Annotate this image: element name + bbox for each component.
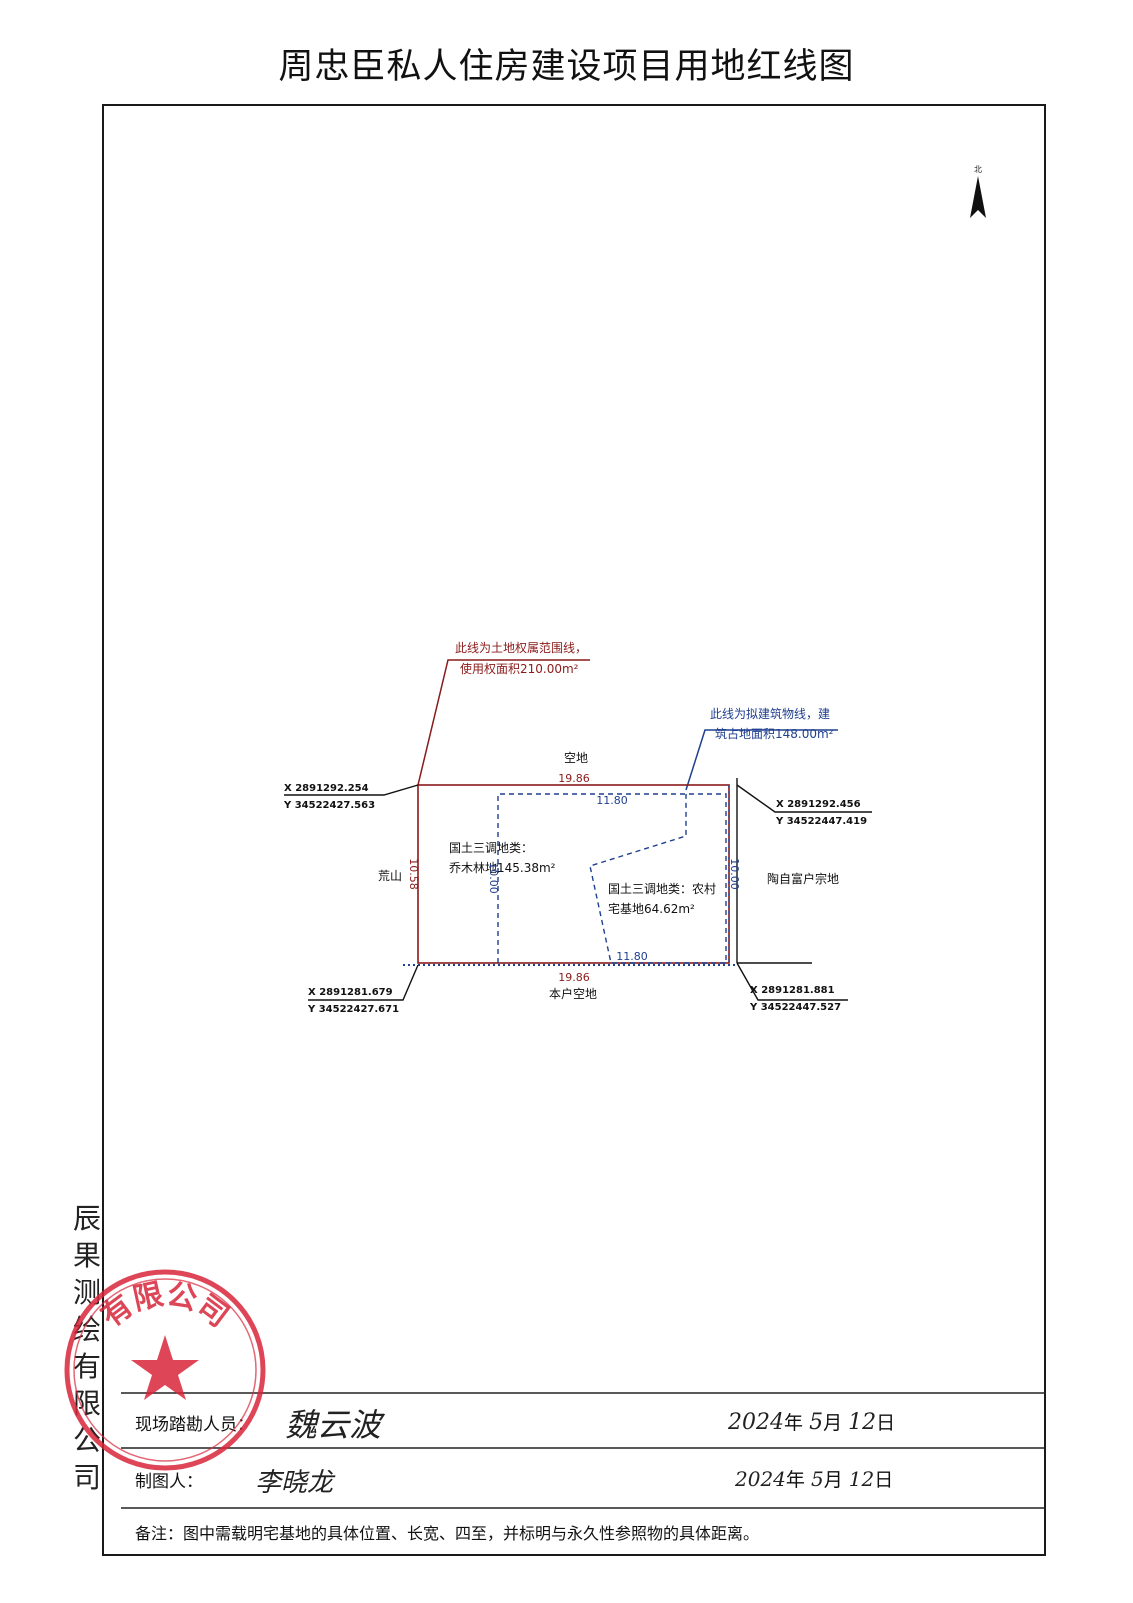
dim-right-blue: 10.00 bbox=[728, 858, 741, 890]
se-y-coord: Y 34522447.527 bbox=[749, 1002, 841, 1013]
surveyor-label: 现场踏勘人员： bbox=[135, 1415, 254, 1435]
company-char: 有 bbox=[72, 1350, 101, 1383]
land-boundary-red bbox=[417, 784, 730, 964]
dim-bottom-blue: 11.80 bbox=[616, 950, 648, 963]
red-note-line2: 使用权面积210.00m² bbox=[460, 661, 579, 676]
dim-left-blue: 10.00 bbox=[487, 862, 500, 894]
ne-leader bbox=[736, 784, 872, 813]
year-unit: 年 bbox=[784, 1412, 804, 1434]
drafter-year: 2024 bbox=[735, 1467, 786, 1491]
zone-right-line1: 国土三调地类：农村 bbox=[608, 882, 716, 896]
surveyor-date: 2024年 5月 12日 bbox=[728, 1408, 895, 1435]
nw-y-coord: Y 34522427.563 bbox=[283, 800, 375, 811]
drafter-signature: 李晓龙 bbox=[255, 1468, 334, 1498]
company-char: 辰 bbox=[72, 1202, 101, 1235]
day-unit: 日 bbox=[876, 1412, 896, 1434]
ne-y-coord: Y 34522447.419 bbox=[775, 816, 867, 827]
year-unit: 年 bbox=[785, 1469, 805, 1491]
right-neighbor: 陶自富户宗地 bbox=[767, 871, 839, 886]
drafter-date: 2024年 5月 12日 bbox=[735, 1465, 893, 1492]
sw-x-coord: X 2891281.679 bbox=[308, 987, 393, 998]
surveyor-year: 2024 bbox=[728, 1410, 784, 1435]
zone-left-line1: 国土三调地类： bbox=[449, 841, 533, 855]
month-unit: 月 bbox=[823, 1412, 843, 1434]
dim-top-blue: 11.80 bbox=[596, 794, 628, 807]
ne-x-coord: X 2891292.456 bbox=[776, 799, 861, 810]
dim-top-red: 19.86 bbox=[558, 772, 590, 785]
zone-right-line2: 宅基地64.62m² bbox=[608, 901, 695, 916]
north-arrow-icon bbox=[970, 176, 986, 218]
left-neighbor: 荒山 bbox=[378, 869, 402, 883]
building-footprint-blue bbox=[497, 793, 727, 964]
remarks-note: 备注：图中需载明宅基地的具体位置、长宽、四至，并标明与永久性参照物的具体距离。 bbox=[135, 1524, 760, 1543]
company-char: 司 bbox=[72, 1461, 101, 1494]
zone-left-line2: 乔木林地145.38m² bbox=[449, 861, 556, 875]
month-unit: 月 bbox=[823, 1469, 843, 1491]
blue-note-line1: 此线为拟建筑物线，建 bbox=[710, 706, 830, 721]
surveyor-signature: 魏云波 bbox=[285, 1406, 382, 1444]
se-leader bbox=[736, 962, 848, 1001]
dim-bottom-red: 19.86 bbox=[558, 971, 590, 984]
surveyor-day: 12 bbox=[848, 1410, 877, 1435]
day-unit: 日 bbox=[874, 1469, 894, 1491]
sw-y-coord: Y 34522427.671 bbox=[307, 1004, 399, 1015]
blue-note-leader bbox=[685, 729, 838, 791]
dim-left-red: 10.58 bbox=[407, 858, 420, 890]
drawing-frame bbox=[102, 104, 1046, 1556]
nw-x-coord: X 2891292.254 bbox=[284, 783, 369, 794]
drafter-label: 制图人： bbox=[135, 1472, 203, 1492]
company-char: 果 bbox=[72, 1239, 101, 1272]
drafter-day: 12 bbox=[848, 1467, 875, 1491]
page-title: 周忠臣私人住房建设项目用地红线图 bbox=[278, 47, 855, 87]
se-x-coord: X 2891281.881 bbox=[750, 985, 835, 996]
company-seal-stamp: 有限公司 bbox=[64, 1269, 266, 1471]
nw-leader bbox=[284, 784, 419, 796]
top-neighbor: 空地 bbox=[564, 751, 588, 765]
seal-star-icon bbox=[131, 1335, 199, 1400]
north-label: 北 bbox=[974, 165, 982, 174]
bottom-neighbor: 本户空地 bbox=[549, 986, 597, 1001]
surveyor-month: 5 bbox=[809, 1410, 824, 1435]
blue-note-line2: 筑占地面积148.00m² bbox=[715, 726, 834, 741]
sw-leader bbox=[308, 964, 419, 1001]
red-note-line1: 此线为土地权属范围线， bbox=[455, 641, 587, 655]
drafter-month: 5 bbox=[810, 1467, 824, 1491]
red-note-leader bbox=[417, 659, 590, 786]
